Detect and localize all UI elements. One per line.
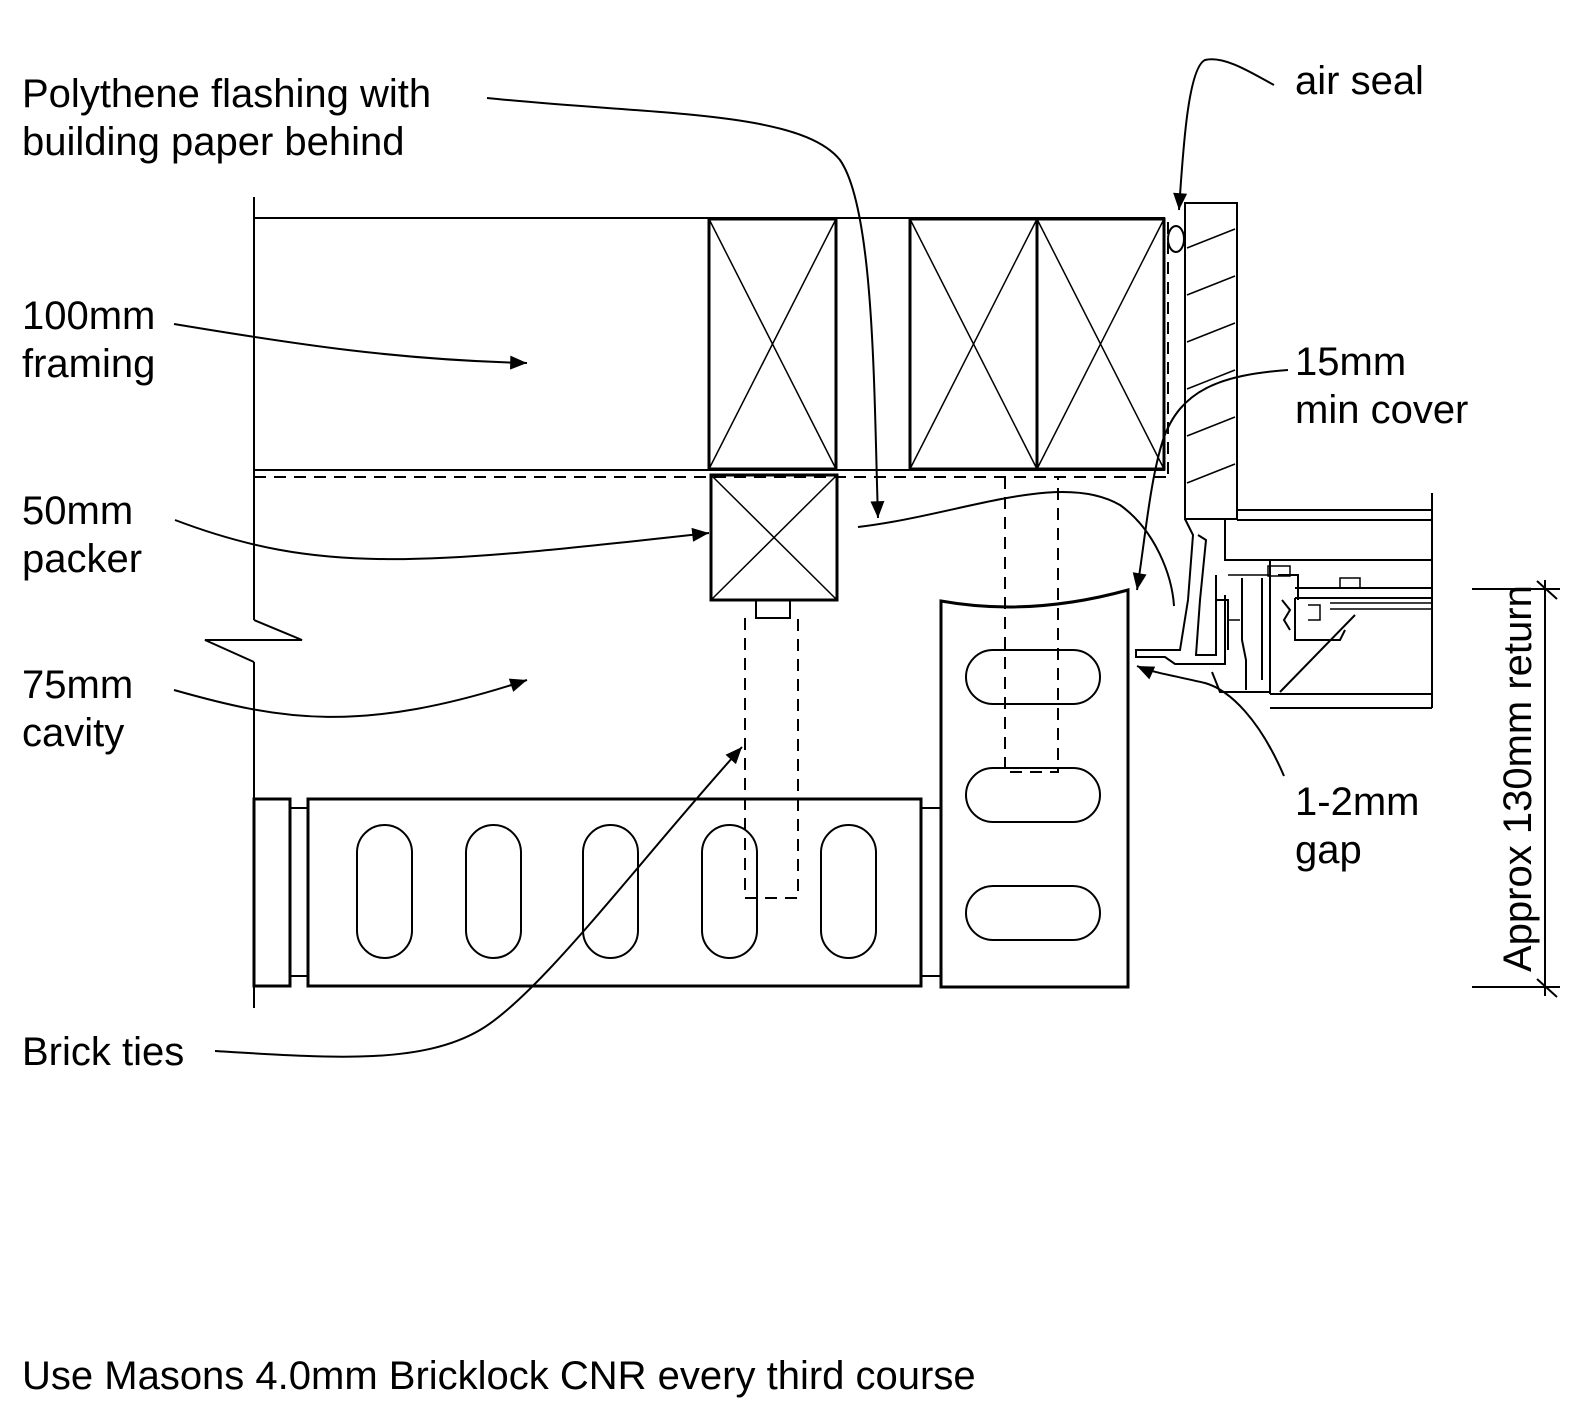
label-packer-line1: 50mm [22, 489, 134, 533]
brick-core [701, 824, 758, 959]
label-framing-line2: framing [22, 342, 156, 386]
leader-gap [1136, 665, 1285, 777]
label-brick-ties: Brick ties [22, 1030, 185, 1074]
leader-framing [173, 323, 528, 370]
leader-brick-ties [214, 746, 743, 1058]
flashing-line [254, 222, 1169, 478]
label-gap-line1: 1-2mm [1295, 780, 1420, 824]
dimension-return [1472, 580, 1560, 998]
brick-core [582, 824, 639, 959]
brick-core [965, 885, 1101, 941]
note-bricklock: Use Masons 4.0mm Bricklock CNR every thi… [22, 1354, 976, 1398]
label-framing-line1: 100mm [22, 294, 156, 338]
label-flashing-line1: Polythene flashing with [22, 72, 432, 116]
brick-core [820, 824, 877, 959]
brick-core [465, 824, 522, 959]
brick-return-vertical [939, 588, 1130, 989]
label-packer-line2: packer [22, 537, 143, 581]
label-return-dimension: Approx 130mm return [1496, 585, 1540, 972]
leader-lines [173, 58, 1289, 1058]
brick-tie-left [744, 618, 799, 899]
label-cavity-line2: cavity [22, 711, 125, 755]
leader-packer-flashing [857, 491, 1175, 607]
brick-core [356, 824, 413, 959]
leader-air-seal [1173, 58, 1275, 211]
packer-block [709, 473, 839, 619]
leader-flashing [486, 97, 885, 519]
brick-core [965, 767, 1101, 823]
brick-course-horizontal [252, 797, 941, 988]
leader-packer [174, 519, 710, 561]
label-air-seal: air seal [1295, 59, 1424, 103]
label-cover-line1: 15mm [1295, 340, 1407, 384]
brick-core [965, 649, 1101, 705]
air-seal-bead [1167, 225, 1185, 253]
brick-tie-right [1004, 477, 1059, 773]
label-flashing-line2: building paper behind [22, 120, 405, 164]
window-lining [1167, 202, 1238, 520]
label-gap-line2: gap [1295, 828, 1362, 872]
leader-cavity [173, 678, 528, 718]
window-sill-profile [1135, 493, 1433, 709]
label-cover-line2: min cover [1295, 388, 1469, 432]
stud-left [707, 217, 838, 471]
stud-double [908, 217, 1166, 471]
label-cavity-line1: 75mm [22, 663, 134, 707]
leader-cover [1132, 369, 1289, 591]
